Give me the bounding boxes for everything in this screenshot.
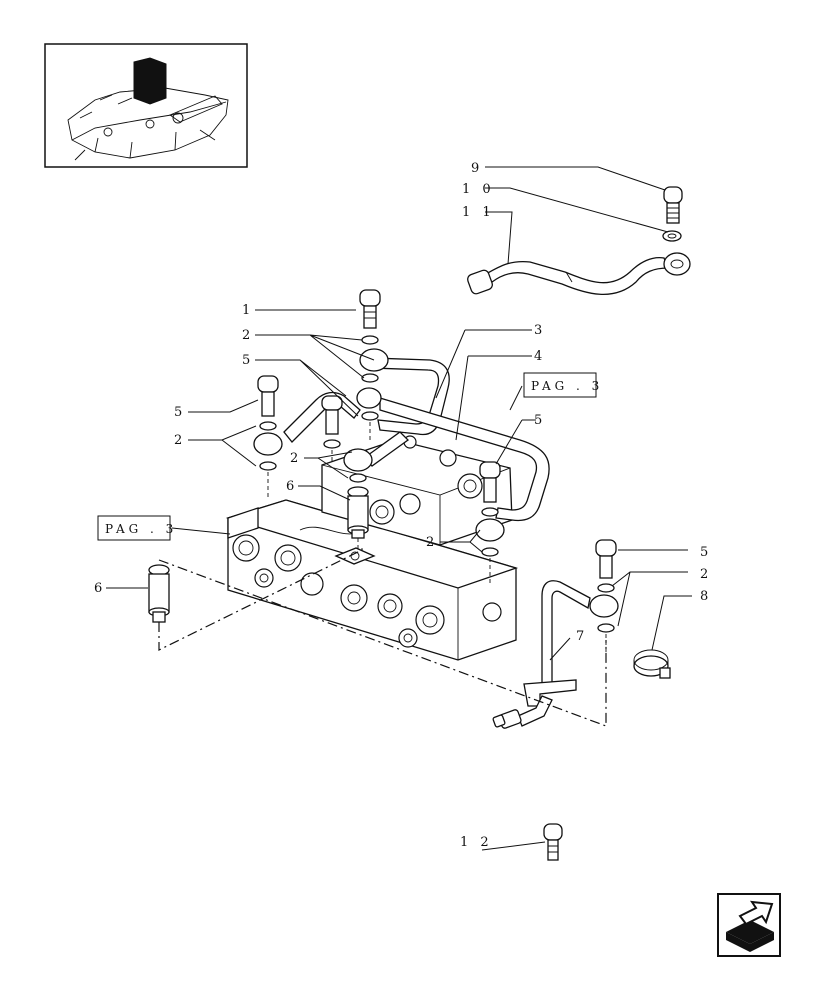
clamp-8	[633, 649, 671, 679]
callout-12: 1 2	[460, 835, 493, 850]
callout-6: 6	[94, 581, 106, 596]
pipe-assembly-upper-right	[467, 186, 691, 295]
callout-2: 2	[700, 567, 712, 582]
fastener-stack-5c	[475, 461, 505, 586]
bolt-12	[543, 823, 563, 861]
pipe-7-assembly	[492, 539, 619, 729]
callout-5: 5	[174, 405, 186, 420]
callout-labels: 9 1 0 1 1 1 2 5 3 4 5 2 5 2 6 2 6 5 2 8 …	[94, 161, 712, 850]
callout-9: 9	[471, 161, 483, 176]
callout-2: 2	[426, 535, 438, 550]
fastener-stack-5a	[253, 375, 283, 500]
callout-2: 2	[174, 433, 186, 448]
callout-4: 4	[534, 349, 546, 364]
callout-2: 2	[242, 328, 254, 343]
callout-7: 7	[576, 629, 588, 644]
spacer-6-upper	[347, 486, 369, 552]
callout-5: 5	[700, 545, 712, 560]
leader-lines	[106, 166, 692, 851]
page-ref-box-upper[interactable]: PAG . 3	[523, 372, 603, 398]
callout-6: 6	[286, 479, 298, 494]
callout-2: 2	[290, 451, 302, 466]
assembly-guide-line	[158, 546, 607, 727]
next-page-arrow-icon[interactable]	[717, 893, 781, 957]
page-ref-label: PAG . 3	[531, 379, 603, 393]
callout-1: 1	[242, 303, 254, 318]
assembly-location-thumbnail	[44, 43, 248, 168]
page-ref-box-lower[interactable]: PAG . 3	[97, 515, 177, 541]
page-ref-label: PAG . 3	[105, 522, 177, 536]
spacer-6-lower	[148, 564, 170, 623]
callout-5: 5	[242, 353, 254, 368]
callout-3: 3	[534, 323, 546, 338]
callout-11: 1 1	[462, 205, 495, 220]
fastener-stack-1	[356, 289, 389, 440]
callout-5: 5	[534, 413, 546, 428]
callout-10: 1 0	[462, 182, 495, 197]
callout-8: 8	[700, 589, 712, 604]
fastener-stack-5b	[321, 395, 373, 483]
